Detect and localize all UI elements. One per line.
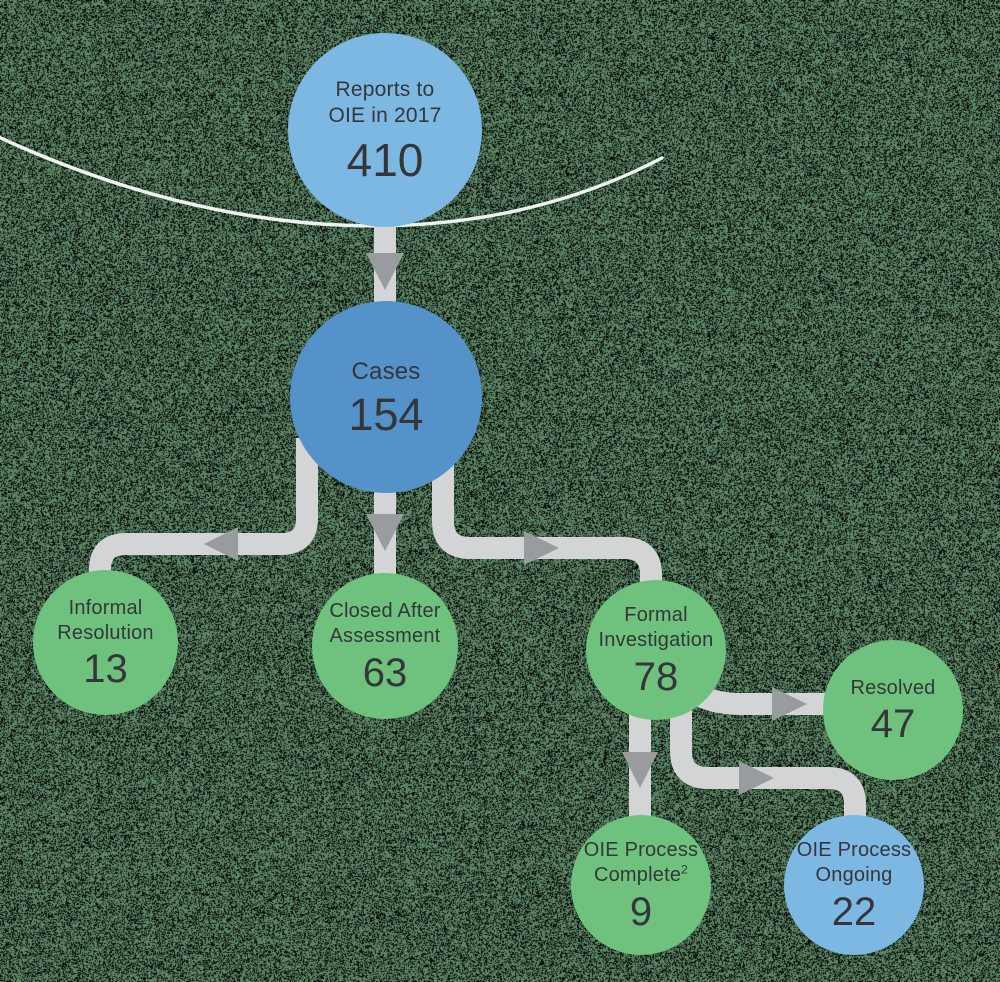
node-label-line1: OIE Process (796, 839, 912, 862)
node-label-line2: OIE in 2017 (328, 104, 442, 127)
arrow-down-icon (622, 752, 658, 788)
node-label: Resolved (851, 676, 936, 701)
node-label-line2: Investigation (598, 629, 714, 651)
node-label: Closed After Assessment (329, 599, 440, 649)
node-label-line1: Formal (624, 604, 688, 627)
node-oie-process-ongoing: OIE Process Ongoing 22 (784, 815, 924, 955)
node-label-line2: Resolution (57, 621, 154, 644)
node-value: 78 (633, 654, 679, 699)
node-label-line1: Reports to (335, 77, 435, 101)
node-label: Formal Investigation (599, 603, 714, 653)
node-formal-investigation: Formal Investigation 78 (586, 580, 726, 720)
arrow-right-icon (772, 687, 807, 721)
node-label-line1: Informal (68, 596, 143, 619)
arrow-left-icon (204, 527, 238, 561)
node-label: Reports to OIE in 2017 (328, 77, 441, 129)
node-resolved: Resolved 47 (823, 640, 963, 780)
decorative-swoosh-line (0, 135, 664, 228)
node-value: 47 (870, 702, 916, 747)
arrow-right-icon (524, 531, 559, 565)
node-value: 13 (83, 647, 128, 692)
node-label: OIE Process Complete2 (584, 838, 698, 888)
node-value: 63 (362, 650, 408, 695)
arrow-down-icon (366, 253, 404, 290)
node-label-line1: Cases (351, 357, 421, 385)
node-label-line2: Ongoing (815, 864, 893, 886)
node-value: 410 (346, 134, 424, 187)
node-label-line2: Assessment (329, 625, 441, 647)
connector-cases-to-formal (432, 438, 662, 600)
node-closed-after-assessment: Closed After Assessment 63 (312, 573, 458, 719)
node-label: Informal Resolution (57, 596, 154, 646)
node-label-line1: Resolved (850, 676, 936, 699)
node-value: 154 (348, 389, 424, 441)
node-value: 22 (831, 889, 877, 934)
node-label: OIE Process Ongoing (797, 838, 911, 888)
node-label: Cases (351, 357, 420, 387)
node-label-line1: Closed After (329, 600, 441, 623)
node-oie-process-complete: OIE Process Complete2 9 (571, 815, 711, 955)
arrow-down-icon (366, 514, 404, 551)
footnote-marker: 2 (681, 862, 689, 877)
node-value: 9 (629, 889, 653, 934)
node-cases: Cases 154 (290, 301, 482, 493)
connector-cases-to-informal (89, 438, 318, 600)
connector-formal-to-resolved (688, 683, 826, 715)
arrow-right-icon (739, 761, 774, 795)
node-informal-resolution: Informal Resolution 13 (33, 570, 178, 715)
node-label-line2-text: Complete (593, 864, 682, 886)
node-reports-to-oie: Reports to OIE in 2017 410 (288, 33, 482, 227)
node-label-line1: OIE Process (583, 839, 699, 862)
node-label-line2: Complete2 (584, 863, 698, 888)
